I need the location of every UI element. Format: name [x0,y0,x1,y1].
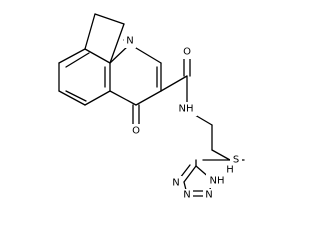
atom-label-h-tetrazole: H [226,165,234,176]
bond [84,13,96,50]
atom-n-tetrazole-2: N [181,189,193,200]
bonds [58,13,245,197]
atom-nh-tetrazole: NH [206,174,228,188]
molecule-structure: N O O NH S N N N [58,13,245,200]
bond [135,90,162,106]
bond [109,23,125,64]
atom-n-tetrazole-1: N [170,176,182,190]
atom-label-nh-tetrazole: NH [210,176,225,187]
atom-label-n-tetrazole-1: N [172,178,179,189]
atom-nh-amide: NH [175,102,197,116]
bond [183,165,197,183]
bond [84,48,111,64]
bond [65,90,87,102]
atom-o-amide: O [181,45,193,59]
atom-label-n-tetrazole-2: N [183,190,190,201]
bond [109,45,129,64]
bond [84,90,111,106]
atom-label-o-ketone: O [132,126,140,137]
atom-n-ring: N [124,34,136,48]
bond [65,52,90,68]
atom-label-n-ring: N [126,36,133,47]
atom-label-s-thio: S [233,155,239,166]
bond [160,75,188,92]
atoms: N O O NH S N N N [124,34,242,200]
bond [94,13,125,25]
atom-n-tetrazole-3: N [203,189,215,200]
atom-label-nh-amide: NH [179,104,194,115]
bond [194,114,213,126]
atom-label-o-amide: O [183,47,191,58]
bond [58,48,86,64]
bond [211,149,231,161]
structure-canvas: N O O NH S N N N [58,13,245,200]
atom-o-ketone: O [130,124,142,138]
bond [179,164,191,179]
atom-label-n-tetrazole-3: N [205,190,212,201]
bond [135,47,162,64]
atom-s-thio: S [230,153,242,167]
bond [109,90,137,106]
bond [58,90,86,106]
atom-h-tetrazole: H [225,164,235,176]
